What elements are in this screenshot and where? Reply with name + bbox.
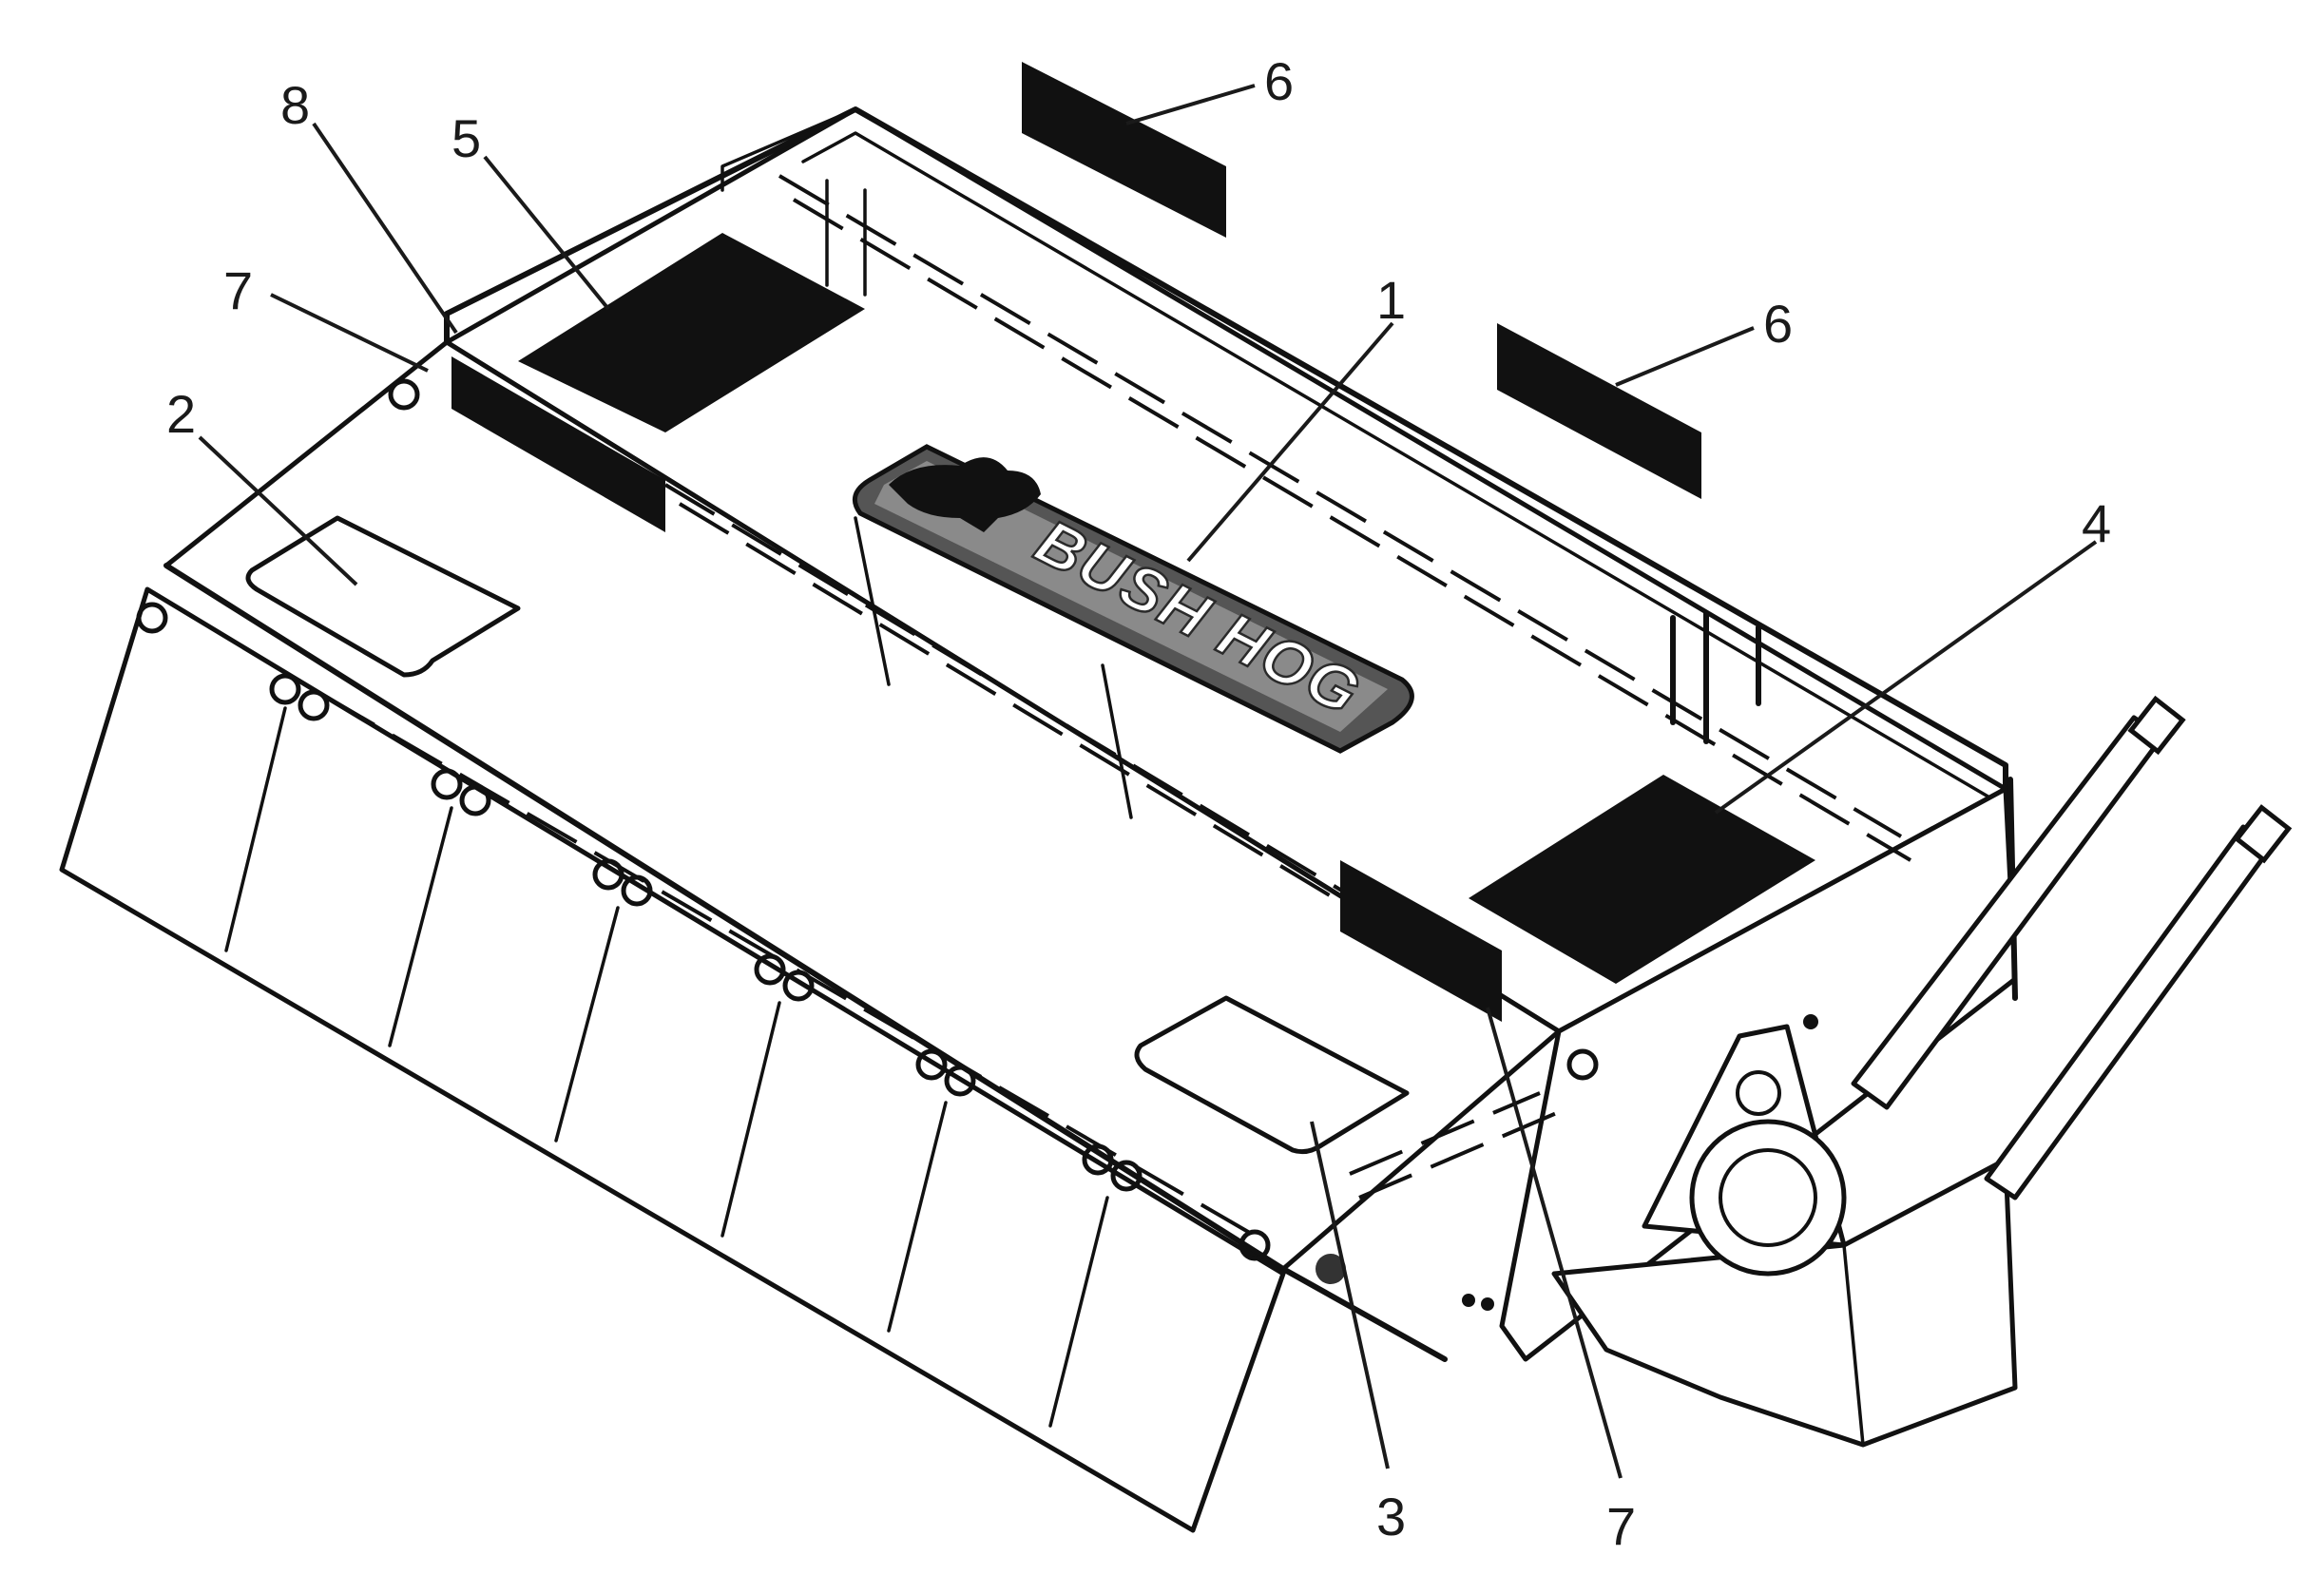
callout-6b: 6: [1763, 294, 1793, 354]
decal-7b: [1340, 860, 1502, 1022]
decal-5: [518, 233, 865, 432]
bull-logo-icon: [889, 457, 1041, 532]
callout-7a: 7: [223, 260, 253, 320]
callout-2: 2: [166, 384, 196, 444]
callout-7b: 7: [1606, 1496, 1636, 1556]
callout-3: 3: [1376, 1487, 1406, 1546]
decal-4: [1469, 775, 1815, 984]
callout-6a: 6: [1264, 51, 1294, 111]
gearbox-assembly: [388, 378, 2293, 1448]
decal-6b: [1497, 323, 1701, 499]
callout-1: 1: [1376, 270, 1406, 330]
outline-decals: [245, 515, 1410, 1155]
callout-4: 4: [2082, 493, 2111, 553]
callout-labels: 1 2 3 4 5 6 6 7 7 8: [166, 51, 2111, 1556]
leader-lines: [198, 84, 2098, 1479]
callout-8: 8: [280, 75, 310, 135]
decal-7a: [451, 356, 665, 532]
front-flaps: [59, 586, 1286, 1533]
callout-5: 5: [451, 108, 481, 168]
decals: [451, 62, 1815, 1022]
decal-3: [1134, 995, 1410, 1155]
flap-bolts: [136, 602, 1271, 1261]
decal-6a: [1022, 62, 1226, 238]
decal-2: [245, 515, 521, 678]
